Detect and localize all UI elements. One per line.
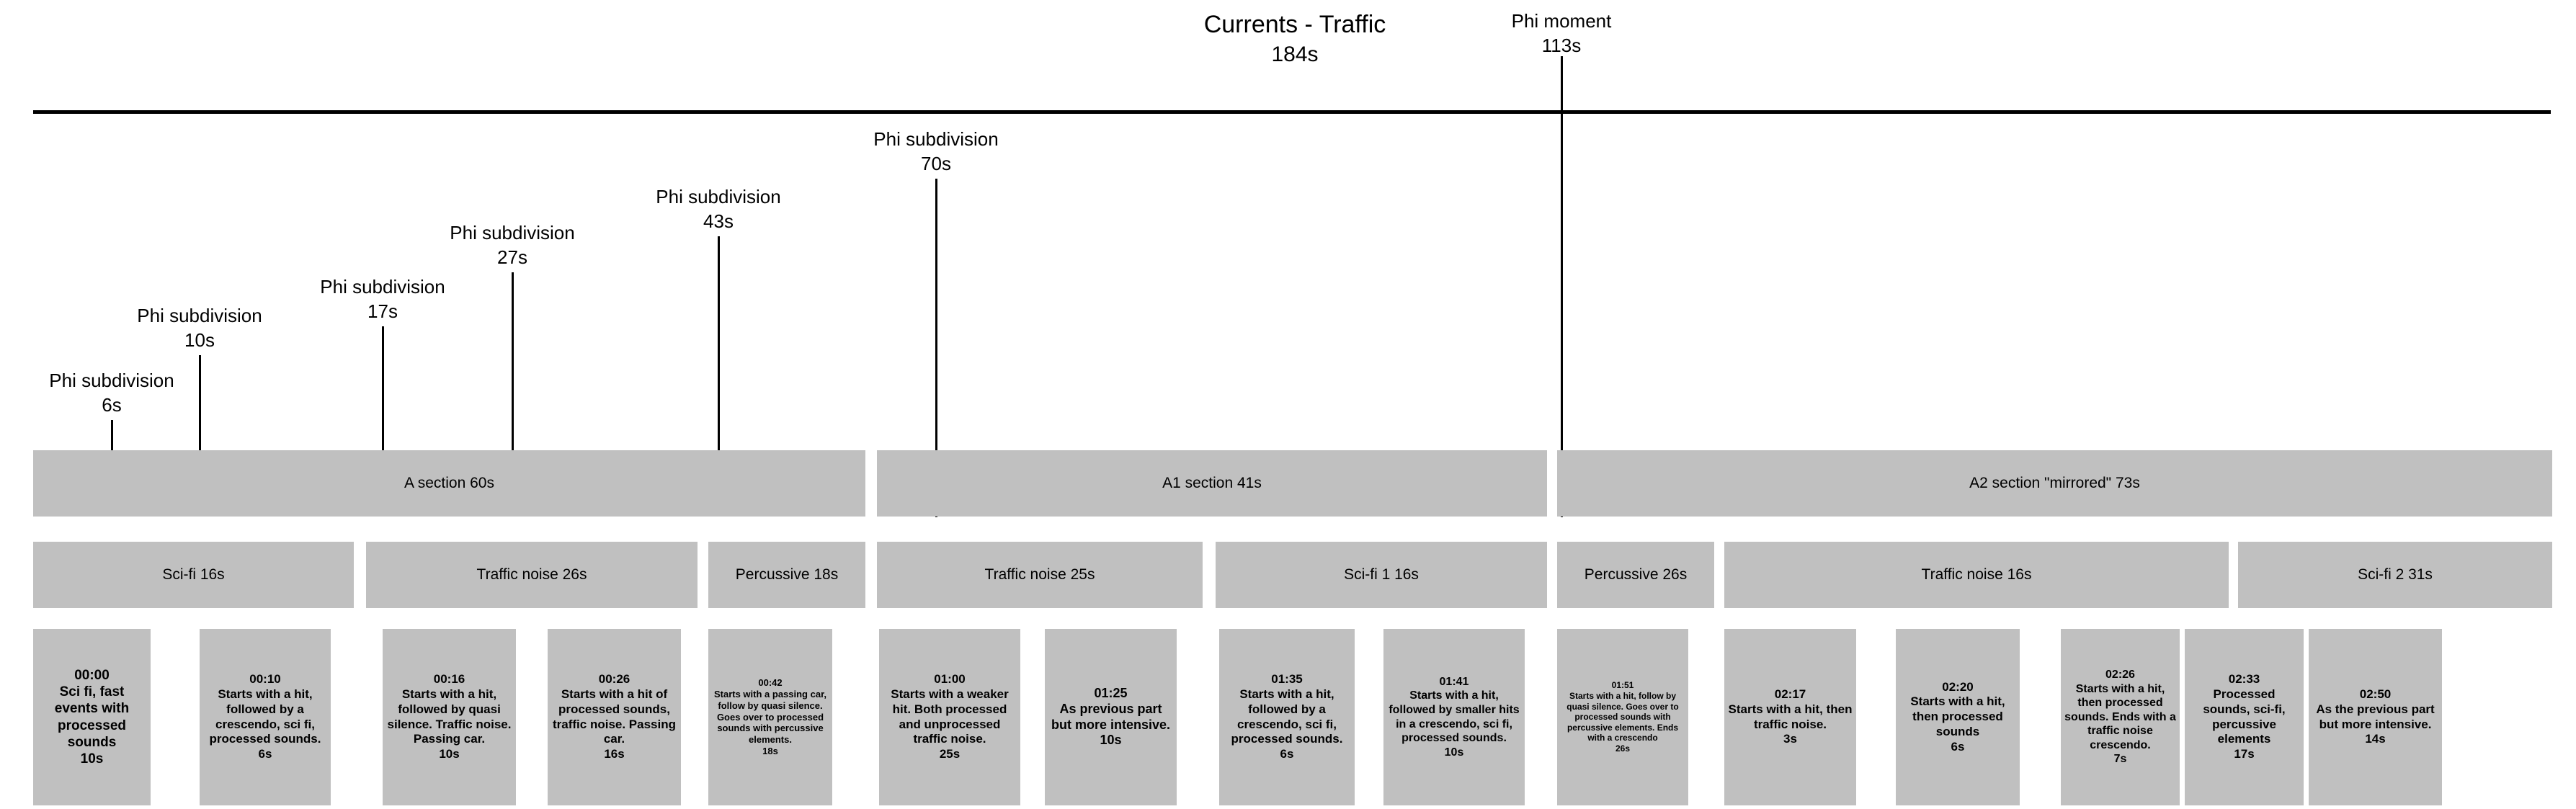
phi-moment-tick	[1561, 56, 1563, 517]
phi-subdivision-value-1: 10s	[184, 329, 215, 352]
phi-subdivision-label-2: Phi subdivision 17s	[260, 274, 505, 324]
track-label-1: Traffic noise 26s	[476, 566, 587, 583]
card-14[interactable]: 02:50 As the previous part but more inte…	[2309, 629, 2442, 805]
phi-subdivision-tick-0	[111, 420, 113, 450]
card-text-5: 01:00 Starts with a weaker hit. Both pro…	[891, 672, 1009, 761]
page-title: Currents - Traffic 184s	[1176, 9, 1414, 68]
track-block-7[interactable]: Sci-fi 2 31s	[2238, 542, 2552, 608]
phi-subdivision-value-5: 70s	[921, 153, 951, 175]
section-label-a2: A2 section "mirrored" 73s	[1969, 475, 2140, 491]
card-text-11: 02:20 Starts with a hit, then processed …	[1910, 679, 2005, 754]
phi-subdivision-title-0: Phi subdivision	[49, 370, 174, 391]
card-2[interactable]: 00:16 Starts with a hit, followed by qua…	[383, 629, 516, 805]
phi-subdivision-tick-4	[718, 236, 720, 450]
track-block-5[interactable]: Percussive 26s	[1557, 542, 1714, 608]
card-text-10: 02:17 Starts with a hit, then traffic no…	[1728, 687, 1853, 746]
track-label-4: Sci-fi 1 16s	[1344, 566, 1419, 583]
track-label-5: Percussive 26s	[1584, 566, 1688, 583]
phi-subdivision-label-5: Phi subdivision 70s	[814, 127, 1059, 176]
track-block-3[interactable]: Traffic noise 25s	[877, 542, 1203, 608]
section-block-a[interactable]: A section 60s	[33, 450, 865, 517]
card-text-8: 01:41 Starts with a hit, followed by sma…	[1389, 675, 1520, 759]
card-13[interactable]: 02:33 Processed sounds, sci-fi, percussi…	[2185, 629, 2304, 805]
card-text-3: 00:26 Starts with a hit of processed sou…	[553, 672, 676, 761]
phi-subdivision-tick-1	[199, 355, 201, 450]
card-text-4: 00:42 Starts with a passing car, follow …	[713, 676, 827, 757]
phi-subdivision-title-2: Phi subdivision	[320, 276, 445, 298]
card-0[interactable]: 00:00 Sci fi, fast events with processed…	[33, 629, 151, 805]
phi-subdivision-tick-2	[382, 326, 384, 450]
phi-subdivision-title-4: Phi subdivision	[656, 186, 781, 207]
track-block-0[interactable]: Sci-fi 16s	[33, 542, 354, 608]
card-8[interactable]: 01:41 Starts with a hit, followed by sma…	[1383, 629, 1525, 805]
card-text-9: 01:51 Starts with a hit, follow by quasi…	[1566, 680, 1679, 754]
phi-subdivision-label-3: Phi subdivision 27s	[390, 220, 635, 270]
phi-subdivision-tick-3	[512, 272, 514, 450]
section-block-a1[interactable]: A1 section 41s	[877, 450, 1547, 517]
track-label-6: Traffic noise 16s	[1921, 566, 2032, 583]
phi-subdivision-title-5: Phi subdivision	[873, 128, 999, 150]
track-block-6[interactable]: Traffic noise 16s	[1724, 542, 2229, 608]
track-label-0: Sci-fi 16s	[162, 566, 225, 583]
phi-subdivision-title-3: Phi subdivision	[450, 222, 575, 243]
phi-moment-value: 113s	[1541, 35, 1582, 57]
card-7[interactable]: 01:35 Starts with a hit, followed by a c…	[1219, 629, 1355, 805]
card-text-14: 02:50 As the previous part but more inte…	[2316, 687, 2435, 746]
phi-moment-title: Phi moment	[1511, 10, 1612, 32]
card-10[interactable]: 02:17 Starts with a hit, then traffic no…	[1724, 629, 1856, 805]
card-4[interactable]: 00:42 Starts with a passing car, follow …	[708, 629, 832, 805]
card-text-6: 01:25 As previous part but more intensiv…	[1051, 685, 1171, 748]
card-text-1: 00:10 Starts with a hit, followed by a c…	[209, 672, 321, 761]
card-text-0: 00:00 Sci fi, fast events with processed…	[54, 667, 130, 766]
phi-moment-label: Phi moment 113s	[1439, 9, 1684, 58]
card-text-7: 01:35 Starts with a hit, followed by a c…	[1231, 672, 1343, 761]
phi-subdivision-value-0: 6s	[102, 394, 122, 416]
timeline-axis	[33, 110, 2551, 114]
card-text-13: 02:33 Processed sounds, sci-fi, percussi…	[2203, 672, 2286, 761]
card-text-2: 00:16 Starts with a hit, followed by qua…	[387, 672, 512, 761]
phi-subdivision-value-3: 27s	[497, 246, 527, 269]
card-6[interactable]: 01:25 As previous part but more intensiv…	[1045, 629, 1177, 805]
track-block-2[interactable]: Percussive 18s	[708, 542, 865, 608]
track-label-7: Sci-fi 2 31s	[2358, 566, 2433, 583]
card-text-12: 02:26 Starts with a hit, then processed …	[2064, 669, 2176, 766]
phi-subdivision-label-0: Phi subdivision 6s	[0, 368, 234, 418]
track-block-4[interactable]: Sci-fi 1 16s	[1216, 542, 1547, 608]
phi-subdivision-label-1: Phi subdivision 10s	[77, 303, 322, 353]
card-11[interactable]: 02:20 Starts with a hit, then processed …	[1896, 629, 2020, 805]
card-9[interactable]: 01:51 Starts with a hit, follow by quasi…	[1557, 629, 1688, 805]
card-5[interactable]: 01:00 Starts with a weaker hit. Both pro…	[879, 629, 1020, 805]
title-duration: 184s	[1271, 43, 1319, 67]
title-text: Currents - Traffic	[1203, 11, 1386, 38]
section-label-a1: A1 section 41s	[1162, 475, 1262, 491]
phi-subdivision-title-1: Phi subdivision	[137, 305, 262, 326]
phi-subdivision-value-4: 43s	[703, 210, 734, 233]
track-label-2: Percussive 18s	[735, 566, 839, 583]
track-label-3: Traffic noise 25s	[984, 566, 1095, 583]
phi-subdivision-tick-5	[935, 179, 937, 517]
card-12[interactable]: 02:26 Starts with a hit, then processed …	[2061, 629, 2180, 805]
phi-subdivision-label-4: Phi subdivision 43s	[596, 184, 841, 234]
phi-subdivision-value-2: 17s	[367, 300, 398, 323]
card-3[interactable]: 00:26 Starts with a hit of processed sou…	[548, 629, 681, 805]
section-block-a2[interactable]: A2 section "mirrored" 73s	[1557, 450, 2552, 517]
section-label-a: A section 60s	[404, 475, 494, 491]
track-block-1[interactable]: Traffic noise 26s	[366, 542, 698, 608]
card-1[interactable]: 00:10 Starts with a hit, followed by a c…	[200, 629, 331, 805]
